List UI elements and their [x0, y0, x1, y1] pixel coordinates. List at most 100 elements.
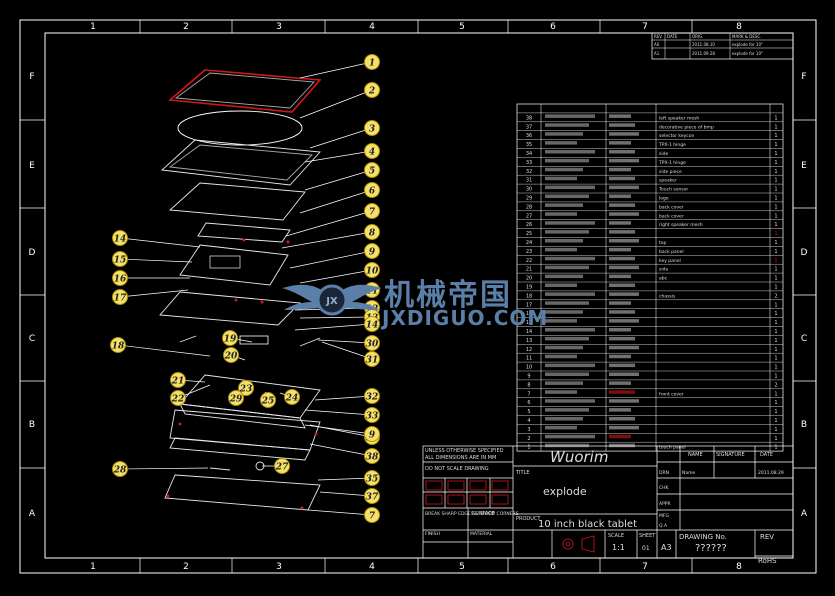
zone-column-label: 1: [90, 22, 96, 32]
bom-description: top: [659, 240, 667, 246]
bom-qty: 1: [774, 302, 777, 308]
bom-description: side: [659, 267, 668, 273]
bom-item-number: 32: [526, 169, 532, 175]
tb-size-value: A3: [661, 543, 672, 552]
bom-item-number: 22: [526, 258, 532, 264]
callout-bubble: 5: [364, 162, 380, 178]
bom-item-number: 14: [526, 329, 532, 335]
flex-cable-part: [179, 335, 197, 343]
rev-cell: A1: [654, 51, 660, 56]
tb-product-value: 10 inch black tablet: [538, 519, 637, 530]
bom-description: TPX-1 hinge: [658, 142, 686, 148]
leader-line: [119, 467, 209, 470]
zone-row-label: A: [29, 509, 36, 519]
bom-qty: 1: [774, 276, 777, 282]
zone-column-label: 3: [276, 22, 282, 32]
callout-bubble: 24: [284, 389, 300, 405]
callout-bubble: 25: [260, 392, 276, 408]
leader-line: [119, 237, 201, 248]
bom-item-number: 15: [526, 320, 532, 326]
leader-line: [119, 258, 193, 263]
zone-row-label: B: [801, 420, 807, 430]
tb-date-label: DATE: [760, 452, 773, 458]
callout-bubble: 35: [364, 470, 380, 486]
leader-line: [299, 269, 373, 284]
leader-line: [317, 477, 373, 481]
callout-bubble: 14: [364, 316, 380, 332]
bom-description: back cover: [659, 213, 684, 219]
leader-line: [304, 169, 373, 191]
gasket-ring-part: [177, 110, 303, 146]
bom-item-number: 11: [526, 356, 532, 362]
bottom-plate-part: [164, 474, 321, 511]
callout-number: 4: [369, 148, 375, 158]
tb-name-label: NAME: [688, 452, 703, 458]
exploded-view: [159, 69, 322, 511]
callout-number: 15: [114, 256, 127, 266]
bom-item-number: 25: [526, 231, 532, 237]
revision-table: REV DATE ORIG. MARK & DESC. A0 2011.08.1…: [651, 32, 794, 60]
bom-item-number: 9: [527, 374, 530, 380]
callout-number: 10: [366, 267, 379, 277]
bom-item-number: 29: [526, 196, 532, 202]
watermark-badge: JX: [325, 296, 338, 307]
zone-column-label: 8: [736, 22, 742, 32]
date-header: DATE: [667, 34, 678, 39]
tb-rev-label: REV: [760, 533, 774, 541]
tb-scale-label: SCALE: [608, 533, 624, 539]
bom-description: TPX-1 hinge: [658, 160, 686, 166]
callout-number: 8: [369, 229, 376, 239]
bom-qty: 1: [774, 213, 777, 219]
bom-qty: 1: [774, 409, 777, 415]
zone-row-label: A: [801, 509, 808, 519]
leader-line: [281, 231, 373, 249]
tb-company: Wuorim: [550, 448, 608, 466]
callout-number: 35: [366, 475, 379, 485]
callout-bubble: 14: [112, 230, 128, 246]
leader-line: [304, 424, 373, 435]
bom-qty: 1: [774, 240, 777, 246]
bom-item-number: 20: [526, 276, 532, 282]
leader-line: [299, 61, 373, 79]
leader-line: [307, 509, 373, 516]
callout-bubble: 30: [364, 335, 380, 351]
bom-description: key panel: [659, 258, 681, 264]
zone-column-label: 4: [369, 22, 375, 32]
bom-item-number: 19: [526, 285, 532, 291]
tb-qa: Q.A: [659, 523, 668, 529]
bom-description: chassis: [659, 293, 676, 299]
callout-bubble: 33: [364, 407, 380, 423]
bom-qty: 1: [774, 285, 777, 291]
rev-date-cell: 2011.09.28: [692, 51, 715, 56]
callout-bubble: 31: [364, 351, 380, 367]
zone-row-label: D: [801, 248, 808, 258]
zone-column-label: 2: [183, 562, 189, 572]
zone-row-label: E: [801, 161, 807, 171]
bom-qty: 1: [774, 124, 777, 130]
bom-qty: 1: [774, 427, 777, 433]
zone-column-label: 8: [736, 562, 742, 572]
leader-line: [304, 409, 373, 416]
bom-qty: 1: [774, 356, 777, 362]
callout-bubble: 22: [170, 390, 186, 406]
callout-bubbles: 1234567891011121314151617181920212223242…: [110, 54, 380, 523]
tb-break-edges: BREAK SHARP EDGES & SHARP CORNERS: [425, 511, 519, 517]
cover-glass-part: [168, 69, 322, 113]
tb-drawing-no-label: DRAWING No.: [679, 533, 727, 541]
callout-number: 25: [261, 397, 275, 407]
zone-column-label: 4: [369, 562, 375, 572]
